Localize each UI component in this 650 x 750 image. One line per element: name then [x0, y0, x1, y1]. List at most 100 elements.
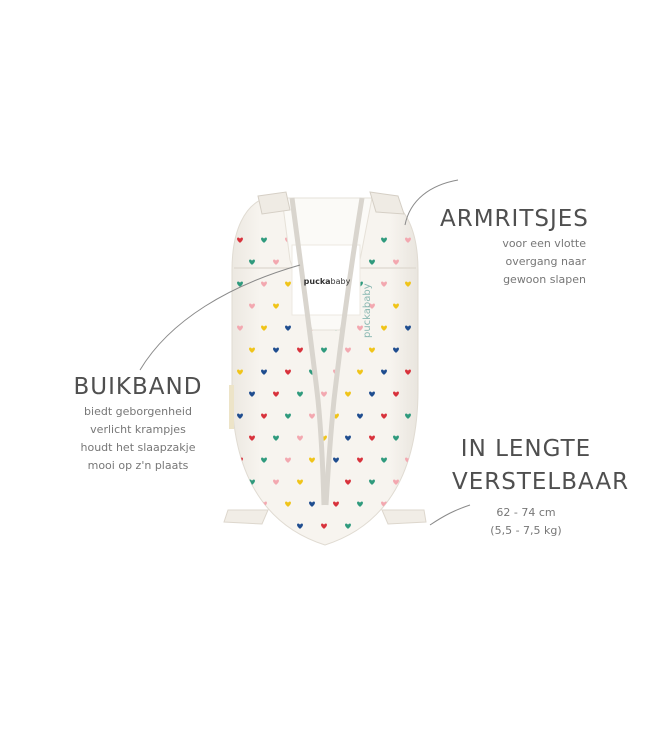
heart-icon — [393, 435, 399, 441]
heart-icon — [309, 413, 315, 419]
buikband-line-3: houdt het slaapzakje — [80, 441, 196, 454]
heart-icon — [357, 501, 363, 507]
heart-icon — [297, 523, 303, 529]
heart-icon — [285, 413, 291, 419]
heart-icon — [381, 237, 387, 243]
heart-icon — [273, 391, 279, 397]
heart-icon — [393, 347, 399, 353]
heart-icon — [357, 369, 363, 375]
lengte-title-line-2: VERSTELBAAR — [452, 469, 630, 495]
heart-icon — [393, 523, 399, 529]
heart-icon — [237, 413, 243, 419]
armritsjes-line-3: gewoon slapen — [503, 273, 586, 286]
product-label: puckababy — [296, 277, 358, 286]
lengte-line-1: 62 - 74 cm — [496, 506, 556, 519]
heart-icon — [345, 479, 351, 485]
buikband-description: biedt geborgenheid verlicht krampjes hou… — [58, 403, 218, 475]
heart-icon — [381, 457, 387, 463]
heart-icon — [285, 457, 291, 463]
heart-icon — [369, 523, 375, 529]
buikband-callout-line — [139, 264, 301, 371]
heart-icon — [297, 435, 303, 441]
heart-icon — [249, 435, 255, 441]
heart-icon — [357, 325, 363, 331]
heart-icon — [393, 259, 399, 265]
buikband-line-2: verlicht krampjes — [90, 423, 186, 436]
label-brand-light: baby — [330, 277, 351, 286]
heart-icon — [369, 391, 375, 397]
left-arm-zipper-icon — [257, 191, 291, 215]
heart-icon — [345, 391, 351, 397]
armritsjes-callout-line — [404, 179, 459, 226]
heart-icon — [369, 347, 375, 353]
side-print: puckababy — [362, 283, 373, 338]
lengte-callout-line — [429, 504, 471, 526]
heart-icon — [369, 479, 375, 485]
heart-icon — [273, 347, 279, 353]
heart-icon — [393, 391, 399, 397]
heart-icon — [249, 523, 255, 529]
left-zipper — [289, 197, 327, 506]
lengte-line-2: (5,5 - 7,5 kg) — [490, 524, 562, 537]
heart-icon — [237, 281, 243, 287]
heart-icon — [237, 369, 243, 375]
heart-icon — [345, 347, 351, 353]
heart-icon — [393, 303, 399, 309]
side-tag — [229, 385, 234, 429]
heart-icon — [297, 479, 303, 485]
armritsjes-description: voor een vlotte overgang naar gewoon sla… — [440, 235, 586, 289]
label-brand-bold: pucka — [303, 277, 331, 286]
heart-icon — [249, 391, 255, 397]
lengte-title-line-1: IN LENGTE — [460, 436, 592, 462]
lengte-description: 62 - 74 cm (5,5 - 7,5 kg) — [452, 504, 600, 540]
heart-icon — [273, 523, 279, 529]
heart-icon — [261, 369, 267, 375]
heart-icon — [273, 303, 279, 309]
heart-icon — [273, 479, 279, 485]
armritsjes-title: ARMRITSJES — [440, 206, 589, 232]
heart-icon — [249, 259, 255, 265]
heart-icon — [393, 479, 399, 485]
heart-icon — [405, 501, 411, 507]
buikband-title: BUIKBAND — [73, 374, 203, 400]
right-arm-zipper-icon — [369, 191, 405, 215]
heart-icon — [405, 237, 411, 243]
right-zipper — [323, 197, 365, 506]
heart-icon — [321, 347, 327, 353]
heart-icon — [285, 369, 291, 375]
heart-icon — [369, 435, 375, 441]
heart-icon — [405, 369, 411, 375]
heart-icon — [249, 347, 255, 353]
heart-icon — [309, 457, 315, 463]
heart-icon — [273, 259, 279, 265]
heart-icon — [357, 413, 363, 419]
heart-icon — [261, 457, 267, 463]
heart-icon — [381, 369, 387, 375]
heart-icon — [321, 523, 327, 529]
heart-icon — [261, 325, 267, 331]
heart-icon — [321, 391, 327, 397]
heart-icon — [285, 325, 291, 331]
heart-icon — [405, 413, 411, 419]
heart-icon — [237, 325, 243, 331]
buikband-line-1: biedt geborgenheid — [84, 405, 192, 418]
armritsjes-line-1: voor een vlotte — [502, 237, 586, 250]
heart-icon — [309, 501, 315, 507]
heart-icon — [381, 413, 387, 419]
heart-icon — [369, 259, 375, 265]
heart-icon — [381, 325, 387, 331]
heart-icon — [333, 457, 339, 463]
buikband-line-4: mooi op z'n plaats — [87, 459, 189, 472]
heart-icon — [273, 435, 279, 441]
bottom-straps — [223, 509, 427, 525]
heart-icon — [249, 303, 255, 309]
heart-icon — [261, 281, 267, 287]
side-print-text: puckababy — [362, 283, 373, 338]
heart-icon — [285, 501, 291, 507]
armritsjes-line-2: overgang naar — [505, 255, 587, 268]
heart-icon — [345, 523, 351, 529]
heart-icon — [345, 435, 351, 441]
heart-icon — [261, 413, 267, 419]
